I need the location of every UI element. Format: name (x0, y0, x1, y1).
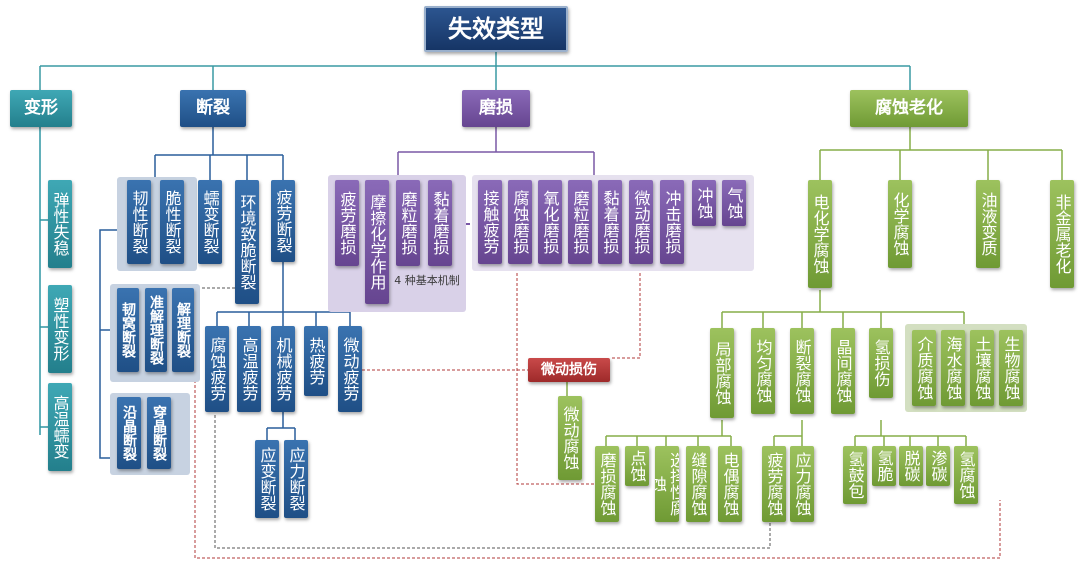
corrosion-fracture: 断裂腐蚀 (790, 328, 814, 414)
fracture-mode-transgranular: 穿晶断裂 (147, 397, 171, 469)
fracture-mode-quasi-cleavage: 准解理断裂 (145, 288, 167, 372)
corrosion-soil: 土壤腐蚀 (970, 330, 994, 406)
wear-form-contact-fatigue: 接触疲劳 (478, 180, 502, 264)
fracture-mode-dimple: 韧窝断裂 (117, 288, 139, 372)
corrosion-stress-corrosion: 应力腐蚀 (790, 446, 814, 522)
wear-basic-note: 4 种基本机制 (394, 274, 460, 287)
hydrogen-embrittlement: 氢脆 (872, 446, 896, 486)
fracture-creep: 蠕变断裂 (198, 180, 222, 264)
corrosion-local: 局部腐蚀 (710, 328, 734, 418)
corrosion-chemical: 化学腐蚀 (888, 180, 912, 268)
hydrogen-decarburization: 脱碳 (899, 446, 923, 486)
wear-basic-adhesive: 黏着磨损 (428, 180, 452, 266)
hydrogen-carburization: 渗碳 (926, 446, 950, 486)
corrosion-intergranular: 晶间腐蚀 (831, 328, 855, 414)
deformation-plastic: 塑性变形 (48, 285, 72, 373)
corrosion-wear-corrosion: 磨损腐蚀 (595, 446, 619, 522)
corrosion-selective: 选择性腐蚀 (655, 446, 679, 522)
corrosion-pitting: 点蚀 (625, 446, 649, 486)
hydrogen-corrosion: 氢腐蚀 (954, 446, 978, 504)
hydrogen-blistering: 氢鼓包 (843, 446, 867, 504)
corrosion-fatigue-corrosion: 疲劳腐蚀 (762, 446, 786, 522)
corrosion-media: 介质腐蚀 (912, 330, 936, 406)
corrosion-hydrogen-damage: 氢损伤 (869, 328, 893, 398)
mechanical-fatigue-strain: 应变断裂 (255, 440, 279, 518)
category-corrosion: 腐蚀老化 (850, 90, 968, 127)
deformation-elastic-instability: 弹性失稳 (48, 180, 72, 268)
category-deformation: 变形 (10, 90, 72, 127)
wear-basic-abrasive: 磨粒磨损 (396, 180, 420, 266)
wear-form-corrosive: 腐蚀磨损 (508, 180, 532, 264)
fretting-corrosion: 微动腐蚀 (558, 396, 582, 480)
wear-form-impact: 冲击磨损 (660, 180, 684, 264)
fatigue-thermal: 热疲劳 (304, 326, 328, 396)
corrosion-crevice: 缝隙腐蚀 (686, 446, 710, 522)
fracture-brittle: 脆性断裂 (160, 180, 184, 264)
category-wear: 磨损 (462, 90, 530, 127)
fracture-mode-cleavage: 解理断裂 (172, 288, 194, 372)
corrosion-nonmetal-aging: 非金属老化 (1050, 180, 1074, 288)
corrosion-uniform: 均匀腐蚀 (751, 328, 775, 414)
fracture-ductile: 韧性断裂 (127, 180, 151, 264)
fatigue-high-temperature: 高温疲劳 (237, 326, 261, 412)
wear-form-fretting: 微动磨损 (629, 180, 653, 264)
page-title: 失效类型 (424, 6, 568, 52)
wear-form-oxidative: 氧化磨损 (538, 180, 562, 264)
corrosion-oil-deterioration: 油液变质 (976, 180, 1000, 268)
corrosion-seawater: 海水腐蚀 (941, 330, 965, 406)
fracture-mode-intergranular: 沿晶断裂 (117, 397, 141, 469)
wear-form-adhesive: 黏着磨损 (598, 180, 622, 264)
category-fracture: 断裂 (180, 90, 246, 127)
fatigue-mechanical: 机械疲劳 (271, 326, 295, 412)
wear-form-erosion: 冲蚀 (692, 180, 716, 226)
fatigue-corrosion: 腐蚀疲劳 (205, 326, 229, 412)
corrosion-electrochemical: 电化学腐蚀 (808, 180, 832, 288)
fracture-fatigue: 疲劳断裂 (271, 180, 295, 262)
corrosion-biological: 生物腐蚀 (999, 330, 1023, 406)
wear-basic-fatigue: 疲劳磨损 (335, 180, 359, 266)
wear-basic-tribochemical: 摩擦化学作用 (365, 180, 389, 304)
wear-form-abrasive: 磨粒磨损 (568, 180, 592, 264)
fracture-environmental: 环境致脆断裂 (235, 180, 259, 304)
fretting-damage-label: 微动损伤 (528, 358, 610, 382)
deformation-creep: 高温蠕变 (48, 383, 72, 471)
fatigue-fretting: 微动疲劳 (338, 326, 362, 412)
wear-form-cavitation: 气蚀 (722, 180, 746, 226)
corrosion-galvanic: 电偶腐蚀 (718, 446, 742, 522)
mechanical-fatigue-stress: 应力断裂 (284, 440, 308, 518)
